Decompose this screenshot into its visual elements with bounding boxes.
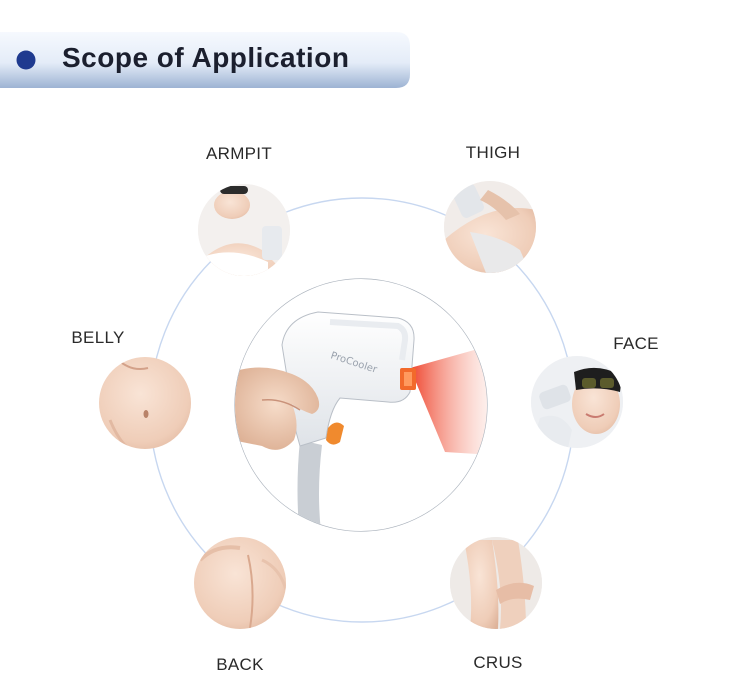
label-armpit: ARMPIT bbox=[205, 144, 273, 163]
device-illustration: ProCooler bbox=[234, 278, 488, 532]
area-belly-photo bbox=[99, 357, 191, 449]
header-banner bbox=[0, 32, 410, 88]
label-face: FACE bbox=[613, 334, 659, 353]
area-face-photo bbox=[531, 356, 623, 448]
label-back: BACK bbox=[216, 655, 264, 674]
trigger-button bbox=[326, 422, 344, 445]
label-belly: BELLY bbox=[71, 328, 125, 347]
page-title: Scope of Application bbox=[62, 42, 350, 73]
laser-beam bbox=[410, 345, 487, 455]
label-crus: CRUS bbox=[473, 653, 523, 672]
hand bbox=[235, 367, 320, 450]
area-armpit-photo bbox=[198, 184, 290, 276]
bullet-dot-icon bbox=[16, 50, 36, 70]
area-back-photo bbox=[194, 537, 286, 629]
area-crus-photo bbox=[450, 537, 542, 629]
area-thigh-photo bbox=[444, 181, 536, 273]
label-thigh: THIGH bbox=[465, 143, 521, 162]
